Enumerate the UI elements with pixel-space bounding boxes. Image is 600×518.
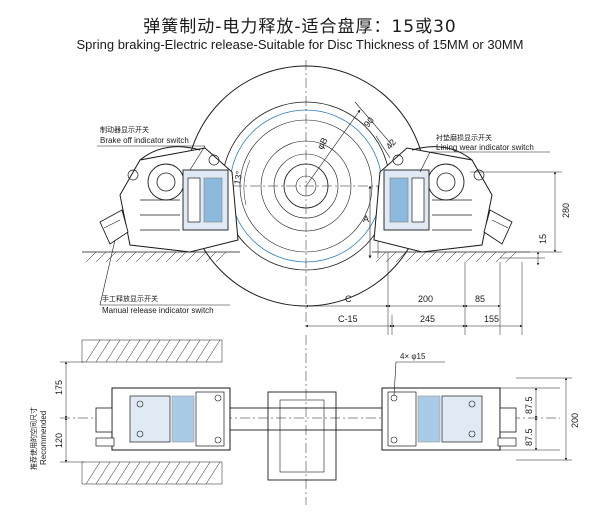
dim-90: 90 xyxy=(362,115,376,129)
left-caliper-front xyxy=(99,146,239,253)
dim-angle-13: 13° xyxy=(232,170,244,186)
recommended-space xyxy=(81,339,223,485)
title-chinese: 弹簧制动-电力释放-适合盘厚：15或30 xyxy=(143,17,457,37)
right-caliper-front xyxy=(373,146,513,253)
dim-phiB: φB xyxy=(315,136,330,151)
dim-245: 245 xyxy=(420,314,435,324)
callout-manual-en: Manual release indicator switch xyxy=(102,306,214,315)
dim-85: 85 xyxy=(475,294,485,304)
mounting-ground xyxy=(82,251,530,263)
holes-leader xyxy=(393,361,445,397)
callout-leaders xyxy=(97,145,550,306)
left-caliper-top xyxy=(95,387,231,451)
dim-87-5-upper: 87.5 xyxy=(524,396,534,414)
dim-87-5-lower: 87.5 xyxy=(524,428,534,446)
callout-lining-cn: 衬垫磨损显示开关 xyxy=(436,133,492,142)
dim-15: 15 xyxy=(538,234,548,244)
callout-brake-off-en: Brake off indicator switch xyxy=(100,136,189,145)
dim-175: 175 xyxy=(54,380,64,395)
dim-C: C xyxy=(345,294,352,304)
recommended-en: Recommended xyxy=(39,411,48,465)
right-caliper-top xyxy=(381,387,517,451)
dim-42: 42 xyxy=(384,137,398,151)
right-vertical-dims xyxy=(470,171,562,266)
dim-280: 280 xyxy=(561,203,571,218)
dim-120: 120 xyxy=(54,433,64,448)
dim-C-15: C-15 xyxy=(338,314,358,324)
callout-manual-cn: 手工释放显示开关 xyxy=(102,294,158,303)
right-bottom-dims xyxy=(500,377,572,461)
left-vertical-dims xyxy=(60,361,84,463)
dim-A: A xyxy=(363,214,369,224)
dim-200-vertical: 200 xyxy=(570,413,580,428)
callout-brake-off-cn: 制动器显示开关 xyxy=(100,125,149,134)
disc-dimensions: φB 90 42 13° A xyxy=(232,101,398,259)
callout-lining-en: Lining wear indicator switch xyxy=(436,143,534,152)
callout-holes: 4× φ15 xyxy=(400,352,426,361)
horizontal-dims xyxy=(305,252,523,335)
recommended-cn: 推荐使用的空间尺寸 xyxy=(29,407,38,470)
dim-200: 200 xyxy=(418,294,433,304)
dim-155: 155 xyxy=(484,314,499,324)
title-english: Spring braking-Electric release-Suitable… xyxy=(76,37,524,52)
